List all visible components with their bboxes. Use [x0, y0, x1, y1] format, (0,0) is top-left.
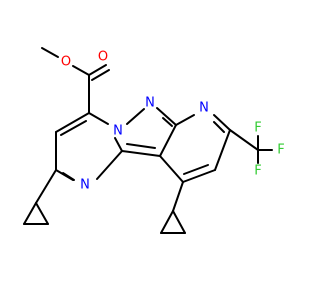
bond: [35, 202, 49, 225]
atom-label-nitrogen-pyrazole: N: [145, 96, 155, 111]
atom-label-oxygen-carbonyl: O: [98, 50, 108, 65]
bond: [60, 120, 87, 136]
bond: [182, 169, 216, 183]
bond: [156, 107, 177, 126]
bond: [126, 108, 145, 125]
bond: [213, 121, 225, 133]
atom-label-nitrogen-pyrimidine: N: [80, 178, 90, 193]
bond: [172, 181, 184, 212]
atom-label-group: O O N N N N F F F: [61, 50, 285, 193]
bond: [41, 47, 59, 58]
bond: [88, 64, 107, 76]
bond-group: [23, 47, 273, 234]
bond: [91, 69, 110, 81]
bond: [23, 202, 37, 225]
bond: [172, 210, 186, 234]
atom-label-fluorine-bottom: F: [254, 164, 261, 179]
bond: [96, 150, 123, 180]
bond: [88, 112, 109, 125]
bond: [114, 137, 123, 152]
bond: [162, 117, 173, 127]
atom-label-oxygen-ester: O: [61, 55, 71, 70]
bond: [175, 114, 195, 126]
canvas-background: [0, 0, 300, 300]
atom-label-fluorine-right: F: [277, 143, 284, 158]
bond: [159, 124, 177, 157]
bond: [214, 129, 231, 171]
atom-label-nitrogen-bridge: N: [113, 124, 123, 139]
bond: [183, 164, 209, 175]
bond: [35, 169, 57, 204]
bond: [213, 114, 231, 131]
bond: [72, 65, 90, 76]
bond: [229, 129, 259, 151]
atom-label-nitrogen-pyridine: N: [199, 101, 209, 116]
bond: [159, 155, 184, 183]
bond: [160, 210, 174, 234]
bond: [62, 172, 75, 181]
atom-label-fluorine-top: F: [254, 121, 261, 136]
bond: [126, 143, 156, 149]
molecule-structure: O O N N N N F F F: [0, 0, 300, 300]
bond: [55, 112, 90, 133]
bond: [121, 150, 161, 157]
